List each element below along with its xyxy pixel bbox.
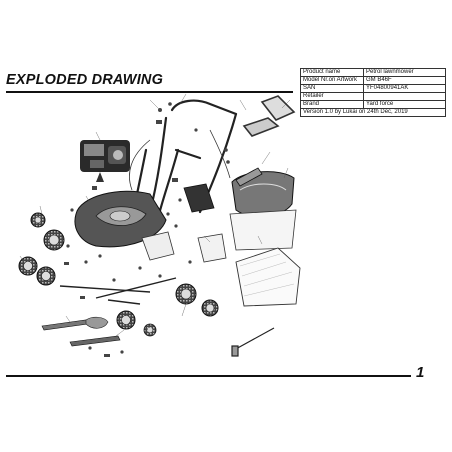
grass-box-handle bbox=[235, 167, 263, 187]
mower-deck bbox=[74, 190, 167, 248]
mulch-plug bbox=[183, 183, 215, 213]
blade-adapter bbox=[85, 316, 109, 329]
upper-handle-right bbox=[242, 95, 296, 137]
wheel-bottom-right bbox=[143, 323, 157, 337]
version-note: Version 1.0 by Lukai on 24th Dec, 2019 bbox=[300, 108, 446, 117]
wheel-right-small bbox=[201, 299, 219, 317]
wheel-bottom-center bbox=[116, 310, 136, 330]
wheel-front-left bbox=[43, 229, 65, 251]
footer-rule bbox=[6, 375, 411, 377]
grass-box-frame bbox=[229, 209, 297, 251]
callout-leaders bbox=[19, 93, 291, 337]
wheel-mid-left bbox=[36, 266, 56, 286]
title-underline bbox=[6, 91, 293, 93]
rear-axle bbox=[59, 277, 177, 305]
engine bbox=[80, 140, 130, 182]
spark-plug-wrench bbox=[231, 327, 275, 357]
wheel-rear-right bbox=[175, 283, 197, 305]
page-number: 1 bbox=[416, 364, 425, 381]
info-row-version: Version 1.0 by Lukai on 24th Dec, 2019 bbox=[300, 108, 446, 117]
small-parts bbox=[64, 102, 230, 357]
blade bbox=[41, 317, 121, 347]
product-info-table: Product name Petrol lawnmower Model Nr.o… bbox=[300, 68, 446, 117]
wheel-rear-left bbox=[18, 256, 38, 276]
control-cables bbox=[129, 129, 231, 191]
wheel-top-left bbox=[30, 212, 46, 228]
grass-bag bbox=[235, 247, 301, 307]
page-title: EXPLODED DRAWING bbox=[6, 72, 164, 88]
rear-flap bbox=[141, 231, 227, 263]
